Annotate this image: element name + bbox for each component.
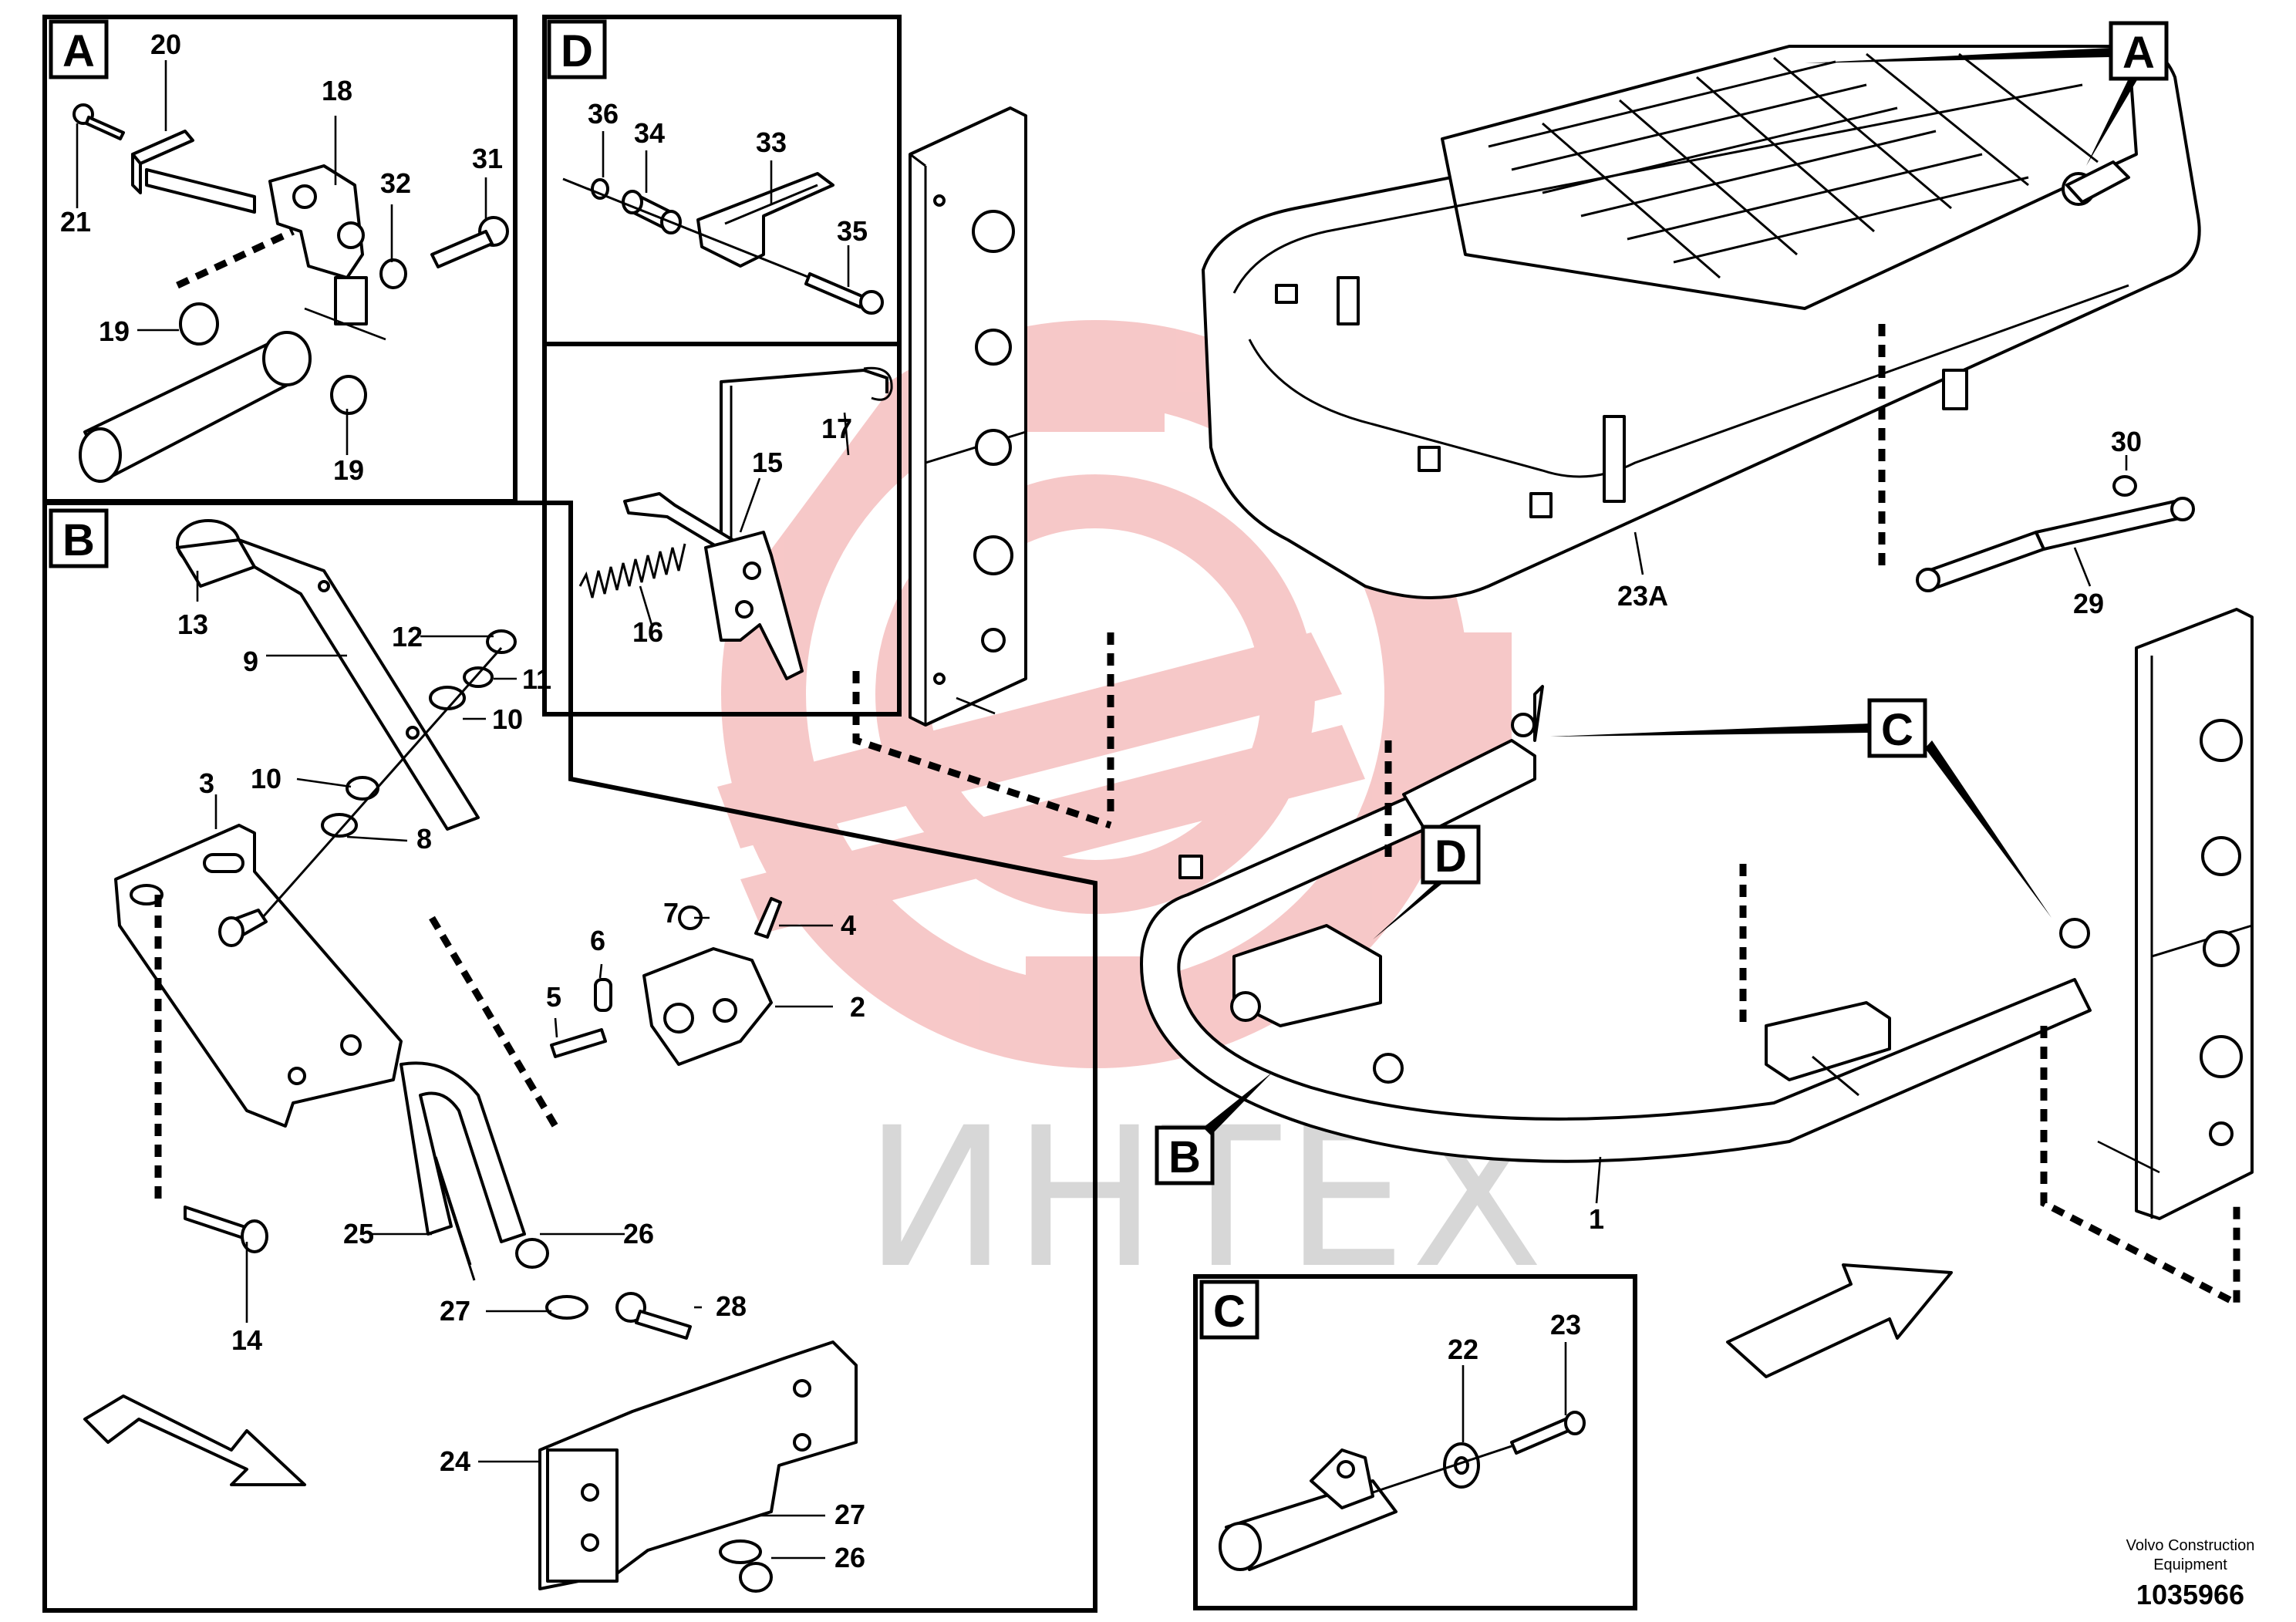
label-4: 4 xyxy=(841,909,856,941)
vertical-rail-left xyxy=(852,106,1112,829)
callout-b-label: B xyxy=(1168,1132,1201,1182)
footer-brand-line2: Equipment xyxy=(2153,1556,2227,1573)
callout-d xyxy=(1373,824,1481,939)
label-12: 12 xyxy=(392,621,423,653)
callout-b xyxy=(1155,1072,1273,1185)
label-16: 16 xyxy=(632,616,663,648)
label-9: 9 xyxy=(243,646,258,677)
label-26-b: 26 xyxy=(834,1542,865,1573)
label-35: 35 xyxy=(837,215,868,247)
vertical-rail-right xyxy=(2097,608,2254,1220)
label-11: 11 xyxy=(522,663,551,695)
label-27-b: 27 xyxy=(834,1499,865,1530)
label-28: 28 xyxy=(716,1290,747,1322)
view-d-panel: D xyxy=(542,15,902,717)
label-19-b: 19 xyxy=(333,454,364,486)
view-a-panel: A xyxy=(42,15,518,504)
lower-frame-1 xyxy=(1107,632,2240,1310)
label-10-b: 10 xyxy=(251,763,282,794)
label-32: 32 xyxy=(380,167,411,199)
label-2: 2 xyxy=(850,991,865,1023)
label-7: 7 xyxy=(663,897,679,929)
label-20: 20 xyxy=(150,29,181,60)
label-30: 30 xyxy=(2111,426,2142,457)
callout-d-label: D xyxy=(1435,831,1467,882)
view-c-label: C xyxy=(1213,1286,1246,1337)
label-1: 1 xyxy=(1589,1203,1604,1235)
label-23a: 23A xyxy=(1617,580,1668,612)
label-23: 23 xyxy=(1550,1309,1581,1340)
label-19-a: 19 xyxy=(99,315,130,347)
drawing-number: 1035966 xyxy=(2136,1579,2244,1610)
label-18: 18 xyxy=(322,75,352,106)
label-6: 6 xyxy=(590,925,605,956)
view-a-label: A xyxy=(62,26,95,76)
label-5: 5 xyxy=(546,981,561,1013)
view-b-label: B xyxy=(62,515,95,565)
label-26-a: 26 xyxy=(623,1218,654,1249)
label-3: 3 xyxy=(199,767,214,799)
upper-frame-23a xyxy=(1202,43,2201,599)
grid-platform xyxy=(1488,52,2099,279)
label-25: 25 xyxy=(343,1218,374,1249)
label-22: 22 xyxy=(1448,1334,1478,1365)
direction-arrow-b xyxy=(83,1394,306,1486)
footer-brand-line1: Volvo Construction xyxy=(2126,1537,2255,1554)
label-31: 31 xyxy=(472,143,503,174)
view-b-panel: B xyxy=(42,501,1097,1613)
label-15: 15 xyxy=(752,447,783,478)
label-14: 14 xyxy=(231,1324,262,1356)
callout-c-label: C xyxy=(1881,705,1913,755)
label-27-a: 27 xyxy=(440,1295,470,1327)
label-36: 36 xyxy=(588,98,619,130)
label-34: 34 xyxy=(634,117,665,149)
callout-a xyxy=(1805,21,2169,166)
label-13: 13 xyxy=(177,609,208,640)
label-29: 29 xyxy=(2073,588,2104,619)
label-17: 17 xyxy=(821,413,852,444)
view-c-panel: C xyxy=(1193,1274,1637,1610)
view-d-label: D xyxy=(561,26,593,76)
direction-arrow-main xyxy=(1726,1263,1953,1378)
label-33: 33 xyxy=(756,126,787,158)
callout-c xyxy=(1550,698,2052,918)
label-8: 8 xyxy=(416,823,432,855)
callout-a-label: A xyxy=(2122,28,2155,78)
label-10-a: 10 xyxy=(492,703,523,735)
label-21: 21 xyxy=(60,206,91,238)
label-24: 24 xyxy=(440,1445,470,1477)
